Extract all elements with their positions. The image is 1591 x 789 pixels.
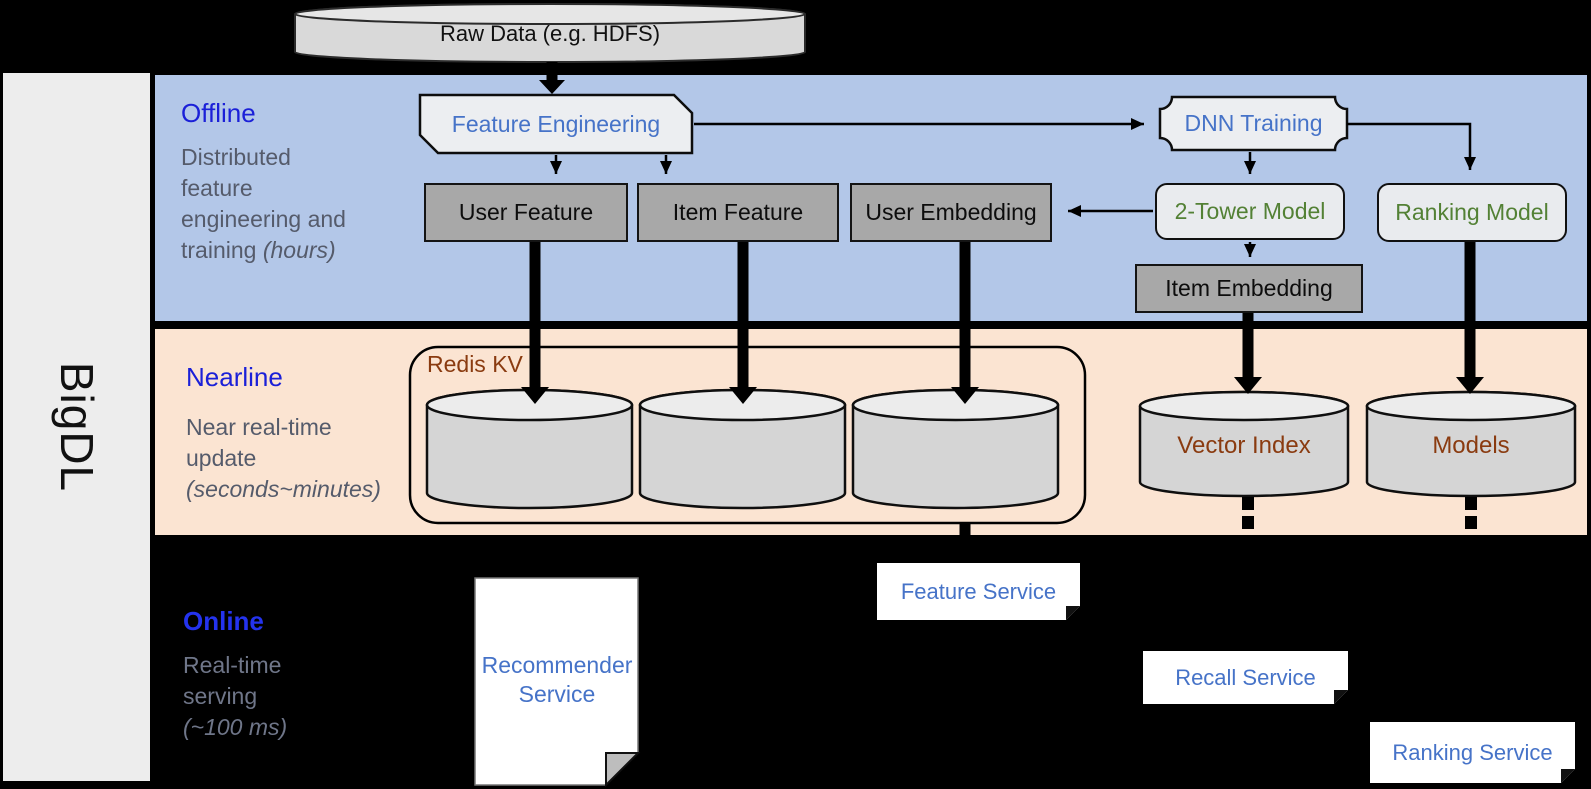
dnn-training-label: DNN Training [1184, 110, 1323, 136]
bigdl-brand-label: BigDL [50, 361, 103, 493]
item-embedding-box: Item Embedding [1135, 264, 1363, 313]
nearline-desc-line2: update [186, 445, 257, 471]
models-label: Models [1432, 432, 1510, 459]
online-desc-line3-italic: (~100 ms) [183, 714, 288, 740]
online-desc-line2: serving [183, 683, 258, 709]
feature-engineering-label: Feature Engineering [451, 110, 661, 137]
offline-desc-line3: engineering and [181, 206, 346, 232]
ranking-service-label: Ranking Service [1392, 740, 1553, 765]
vector-index-label: Vector Index [1177, 432, 1311, 459]
offline-desc-line1: Distributed [181, 144, 291, 170]
offline-title: Offline [181, 98, 256, 128]
nearline-desc-line3-italic: (seconds~minutes) [186, 476, 381, 502]
nearline-title: Nearline [186, 362, 283, 392]
feature-service-label: Feature Service [900, 579, 1057, 604]
offline-description: Distributed feature engineering and trai… [181, 142, 346, 266]
offline-desc-line4: training [181, 237, 263, 263]
bigdl-sidebar: BigDL [3, 73, 150, 781]
nearline-description: Near real-time update (seconds~minutes) [186, 412, 381, 505]
ranking-model-box: Ranking Model [1377, 183, 1567, 242]
redis-kv-label: Redis KV [427, 351, 523, 377]
item-feature-box: Item Feature [637, 183, 839, 242]
two-tower-model-box: 2-Tower Model [1155, 183, 1345, 240]
user-feature-box: User Feature [424, 183, 628, 242]
online-description: Real-time serving (~100 ms) [183, 650, 287, 743]
online-desc-line1: Real-time [183, 652, 282, 678]
online-title: Online [183, 606, 264, 636]
offline-desc-line4-italic: (hours) [262, 237, 336, 263]
offline-desc-line2: feature [181, 175, 253, 201]
nearline-desc-line1: Near real-time [186, 414, 332, 440]
user-embedding-box: User Embedding [850, 183, 1052, 242]
recall-service-label: Recall Service [1175, 665, 1316, 690]
recommender-service-label: Recommender Service [481, 652, 633, 707]
raw-data-label: Raw Data (e.g. HDFS) [439, 21, 661, 46]
